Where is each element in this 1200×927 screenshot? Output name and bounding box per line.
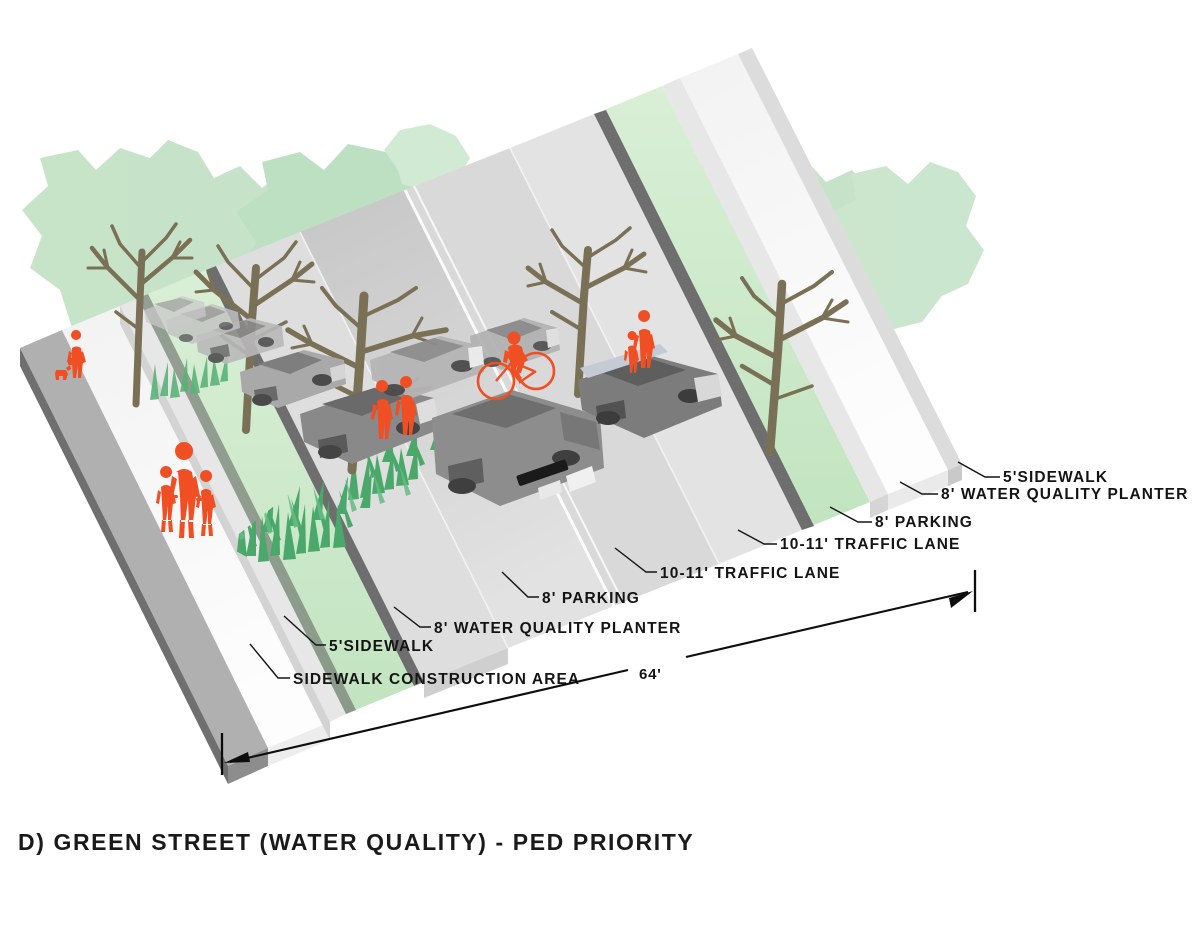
tree-1 (86, 222, 194, 408)
dimension-arrow-right (949, 591, 973, 608)
left-planter-outer-wall-top (120, 298, 346, 722)
sidewalk-construction-area-edge (228, 748, 268, 784)
cyclist (476, 331, 556, 401)
callout-sidewalk-left: 5'SIDEWALK (283, 615, 434, 655)
parked-car-l5 (144, 296, 206, 330)
left-planter-inner-wall-shade (138, 294, 356, 714)
callout-traffic-right: 10-11' TRAFFIC LANE (737, 529, 960, 553)
callout-planter-right: 8' WATER QUALITY PLANTER (899, 481, 1188, 503)
dimension-label-64ft: 64' (639, 666, 662, 683)
left-planter-outer-wall-face (120, 306, 330, 740)
label-planter-left: 8' WATER QUALITY PLANTER (434, 620, 681, 637)
pedestrian-family-left (156, 442, 216, 538)
figure-title: D) GREEN STREET (WATER QUALITY) - PED PR… (18, 829, 694, 855)
right-sidewalk-surface (680, 54, 948, 494)
pedestrian-walker-with-dog (55, 330, 86, 380)
callouts-left: 10-11' TRAFFIC LANE 8' PARKING 8' WATER … (249, 547, 840, 688)
dimension-line-left-segment (229, 668, 629, 764)
sidewalk-construction-area-top (20, 330, 268, 766)
label-traffic-lane-right: 10-11' TRAFFIC LANE (780, 536, 960, 553)
right-planter-outer-wall-face (870, 494, 888, 518)
right-edge-face (948, 464, 962, 486)
parked-car-l2 (240, 350, 346, 408)
callout-parking-right: 8' PARKING (829, 506, 973, 531)
right-sidewalk-outer-edge (738, 48, 962, 470)
parked-car-r1 (578, 344, 722, 438)
overall-dimension: 64' (220, 570, 977, 775)
label-planter-right: 8' WATER QUALITY PLANTER (941, 486, 1188, 503)
dimension-line-right-segment (685, 590, 969, 659)
left-sidewalk-front-face (268, 722, 330, 766)
street-slab (20, 48, 962, 784)
label-parking-right: 8' PARKING (875, 514, 973, 531)
label-traffic-lane-left: 10-11' TRAFFIC LANE (660, 565, 840, 582)
right-planter-outer-wall-top (662, 78, 888, 502)
pedestrian-pair-right (624, 310, 655, 373)
parked-car-mid (370, 336, 484, 398)
tree-5 (713, 270, 850, 457)
callout-planter-left: 8' WATER QUALITY PLANTER (393, 606, 681, 637)
left-sidewalk-surface (62, 306, 330, 748)
sidewalk-construction-area-face (20, 348, 228, 784)
callout-sidewalk-right: 5'SIDEWALK (957, 461, 1108, 486)
callout-construction-area: SIDEWALK CONSTRUCTION AREA (249, 643, 580, 688)
right-planter-inner-wall (594, 110, 814, 530)
far-left-planter-grass (150, 352, 228, 400)
right-sidewalk-front-face (888, 470, 948, 510)
label-sidewalk-left: 5'SIDEWALK (329, 638, 434, 655)
right-planter-basin (594, 86, 870, 530)
dimension-arrow-left (224, 752, 250, 763)
label-parking-left: 8' PARKING (542, 590, 640, 607)
pedestrian-pair-mid (371, 376, 417, 439)
right-traffic-lane (405, 148, 719, 606)
callout-traffic-left: 10-11' TRAFFIC LANE (614, 547, 840, 582)
left-planter-grass (233, 430, 442, 562)
parking-stripe-right (509, 147, 720, 565)
moving-suv (432, 390, 604, 506)
left-parking-front-face (424, 648, 508, 698)
label-sidewalk-right: 5'SIDEWALK (1003, 469, 1108, 486)
callout-parking-left: 8' PARKING (501, 571, 640, 607)
right-parking-lane (510, 114, 802, 564)
callouts-right: 5'SIDEWALK 8' WATER QUALITY PLANTER 8' P… (737, 461, 1188, 553)
tree-4 (525, 226, 648, 398)
label-construction-area: SIDEWALK CONSTRUCTION AREA (293, 671, 580, 688)
